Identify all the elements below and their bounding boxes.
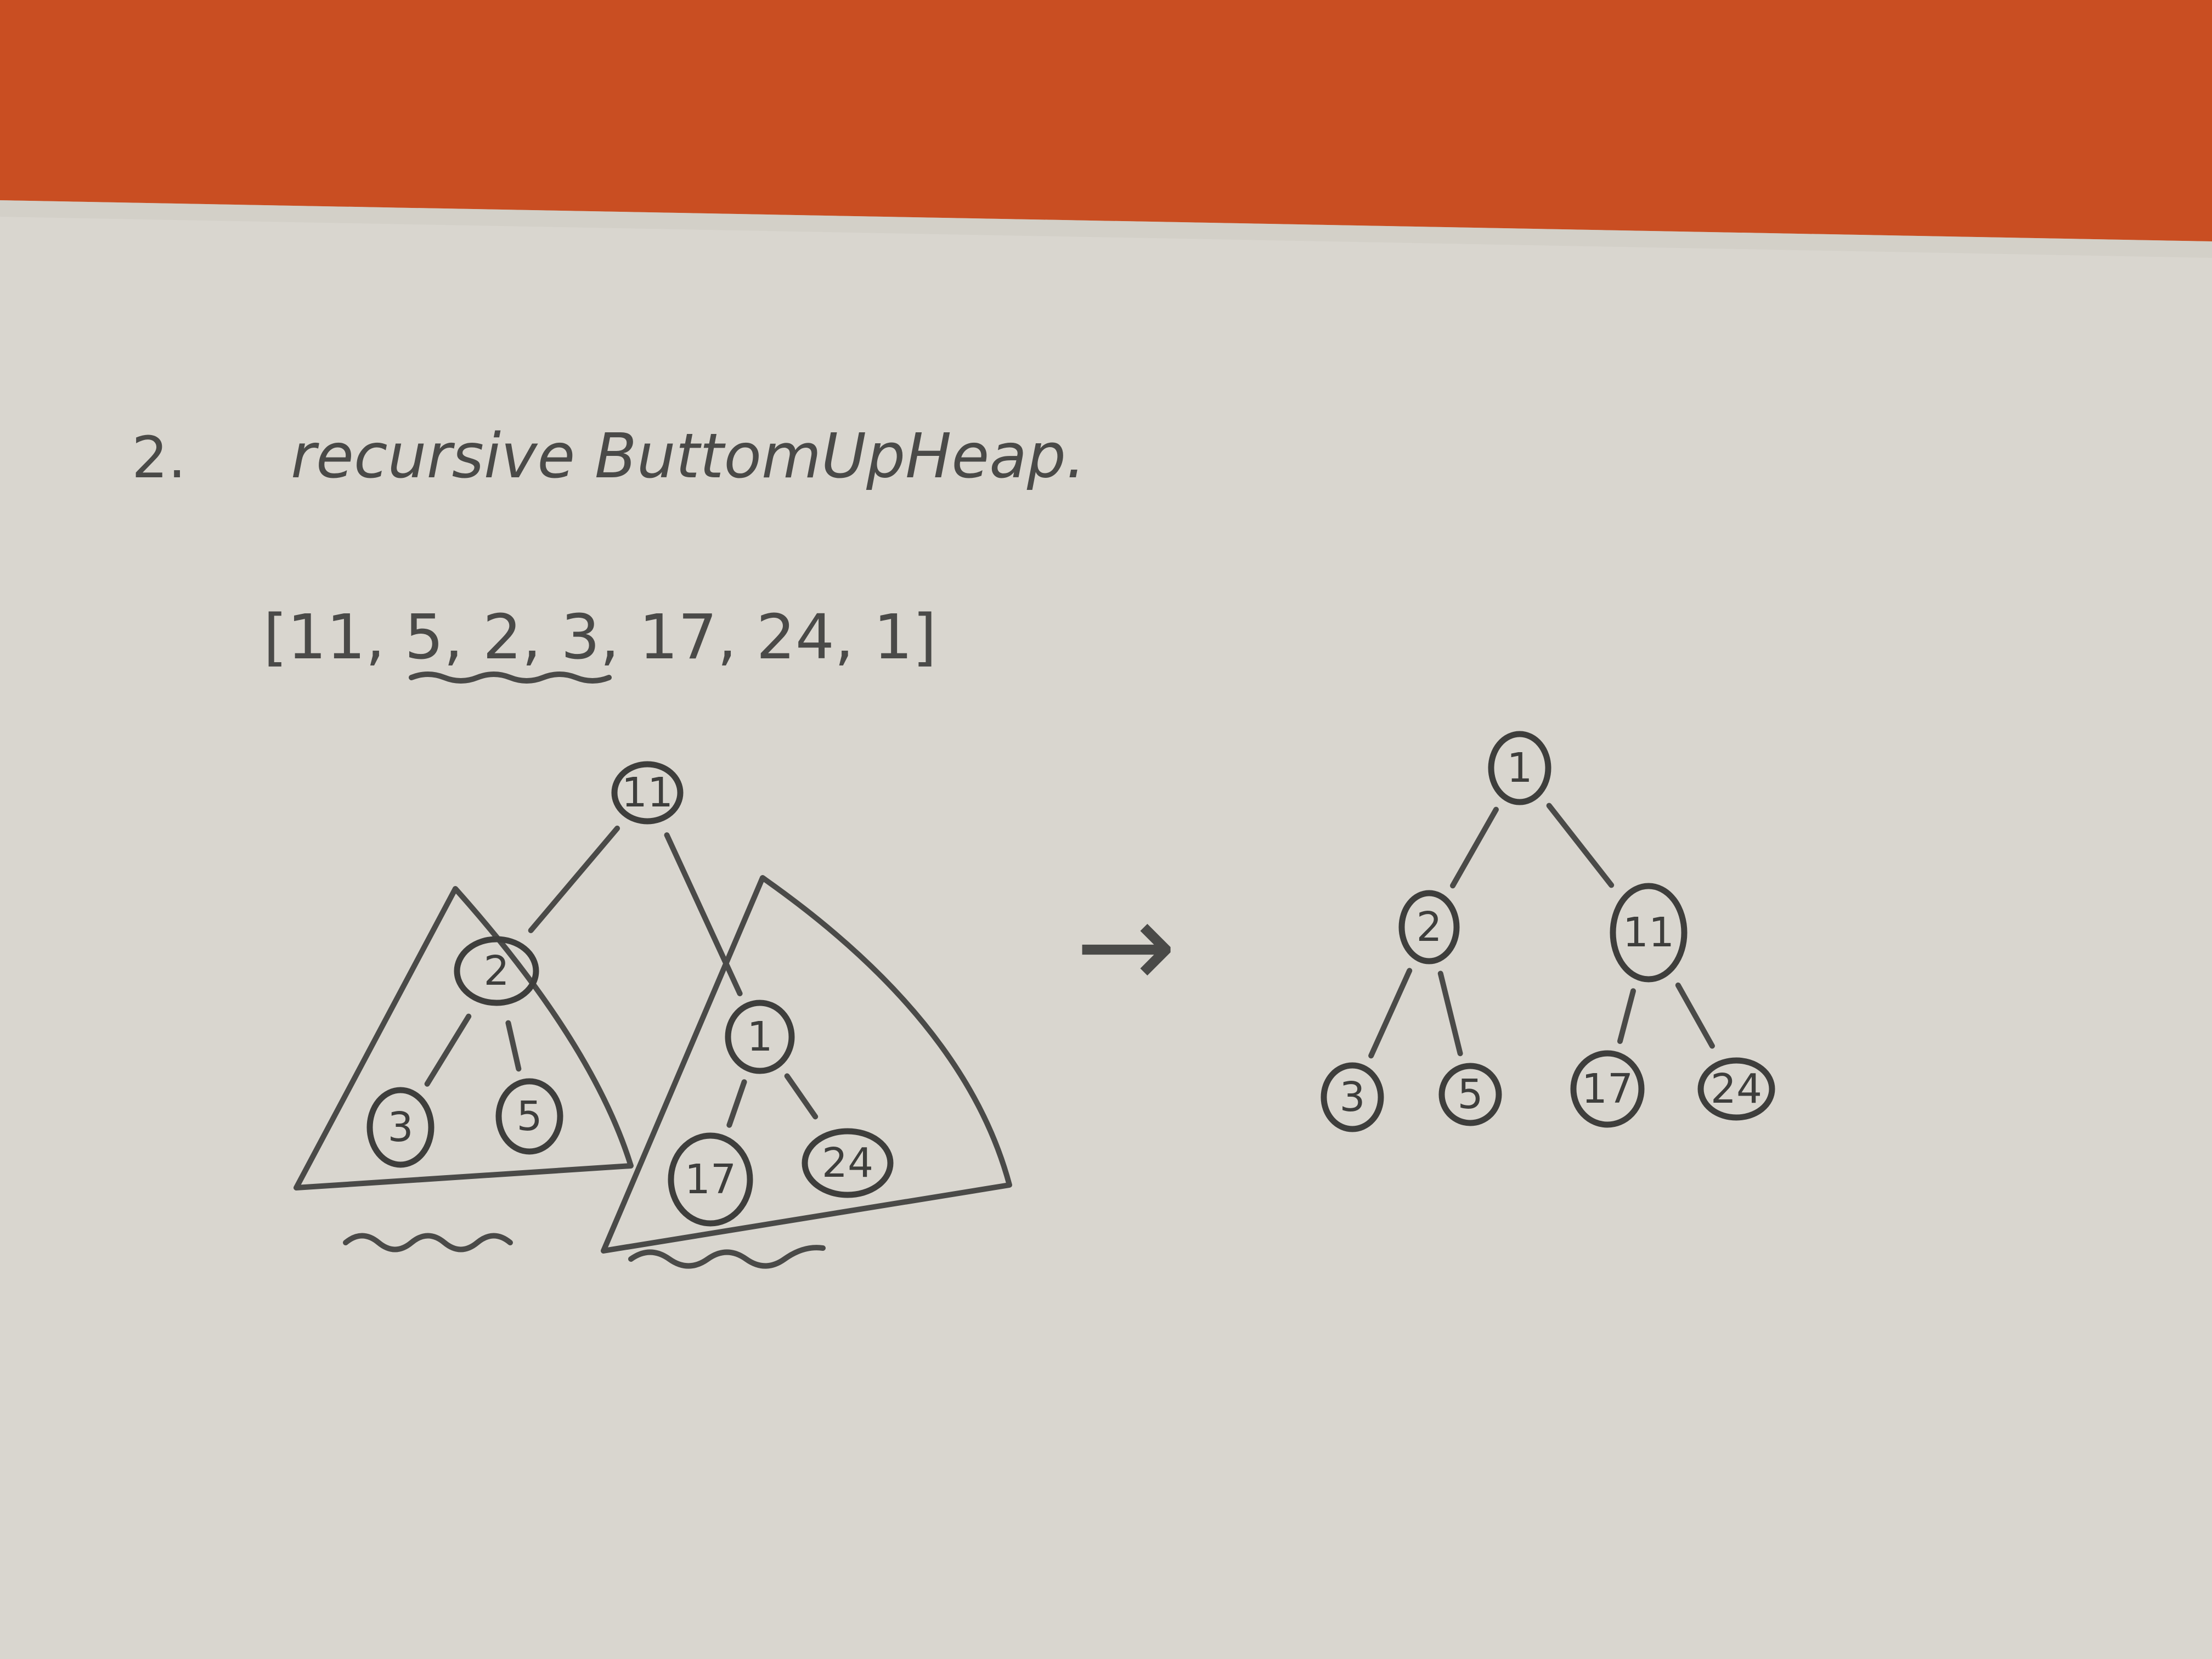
left-node-circle	[668, 1132, 753, 1227]
array-text: [11, 5, 2, 3, 17, 24, 1]	[263, 602, 936, 673]
right-node-r-leaf-4: 24	[1697, 1057, 1775, 1121]
left-node-label: 11	[622, 769, 673, 816]
right-node-label: 24	[1711, 1065, 1762, 1113]
left-node-circle	[725, 1000, 795, 1074]
right-tree-edges	[1368, 803, 1715, 1059]
right-node-label: 2	[1416, 904, 1442, 951]
transform-arrow: →	[1075, 876, 1176, 1016]
right-edge-r-mid-right-to-r-leaf-4	[1675, 982, 1715, 1049]
left-node-label: 5	[516, 1093, 542, 1140]
left-node-circle	[611, 761, 684, 825]
right-edge-r-mid-right-to-r-leaf-3	[1617, 988, 1637, 1044]
left-tree-edges	[424, 825, 819, 1128]
heading-number: 2.	[132, 424, 186, 491]
left-node-l-mid-right: 1	[725, 1000, 795, 1074]
paper-sheet	[0, 200, 2212, 1659]
right-node-r-mid-left: 2	[1398, 890, 1460, 964]
left-node-label: 2	[483, 947, 509, 995]
left-node-l-mid-left: 2	[454, 936, 539, 1006]
left-edge-l-mid-left-to-l-leaf-1	[424, 1013, 472, 1087]
right-edge-r-mid-left-to-r-leaf-2	[1437, 970, 1463, 1057]
left-node-l-leaf-3: 17	[668, 1132, 753, 1227]
right-node-r-leaf-3: 17	[1570, 1050, 1645, 1128]
left-edge-l-mid-right-to-l-leaf-3	[726, 1079, 747, 1128]
left-node-label: 24	[822, 1139, 873, 1187]
left-node-l-leaf-4: 24	[802, 1128, 894, 1198]
left-edge-l-mid-right-to-l-leaf-4	[784, 1073, 819, 1120]
right-edge-r-root-to-r-mid-right	[1546, 803, 1615, 888]
heading-title: recursive ButtomUpHeap.	[291, 421, 1086, 492]
left-node-label: 1	[747, 1013, 772, 1060]
right-subtree-triangle	[601, 875, 1012, 1254]
right-node-circle	[1697, 1057, 1775, 1121]
right-node-r-leaf-1: 3	[1321, 1062, 1384, 1132]
left-node-circle	[802, 1128, 894, 1198]
left-edge-l-root-to-l-mid-left	[528, 825, 620, 933]
left-node-label: 3	[387, 1104, 413, 1151]
right-node-circle	[1610, 883, 1688, 983]
right-node-r-mid-right: 11	[1610, 883, 1688, 983]
left-node-circle	[366, 1087, 435, 1168]
left-subtree-triangle	[294, 886, 634, 1190]
left-node-l-leaf-1: 3	[366, 1087, 435, 1168]
left-node-l-leaf-2: 5	[495, 1078, 563, 1155]
right-node-r-root: 1	[1488, 731, 1551, 805]
left-node-circle	[454, 936, 539, 1006]
right-node-label: 11	[1623, 909, 1674, 956]
left-node-l-root: 11	[611, 761, 684, 825]
right-node-r-leaf-2: 5	[1438, 1063, 1502, 1126]
left-node-label: 17	[685, 1156, 736, 1203]
array-underline	[409, 672, 612, 684]
left-tree-nodes: 11 2 1 3 5 17 24	[366, 761, 894, 1227]
right-node-label: 1	[1506, 744, 1532, 792]
paper-shadow	[0, 200, 2212, 258]
right-node-label: 5	[1457, 1071, 1483, 1118]
right-node-circle	[1438, 1063, 1502, 1126]
right-node-label: 17	[1582, 1065, 1633, 1113]
right-edge-r-root-to-r-mid-left	[1450, 806, 1499, 889]
right-node-circle	[1321, 1062, 1384, 1132]
left-node-circle	[495, 1078, 563, 1155]
right-subtree-squiggle	[628, 1245, 826, 1269]
right-node-circle	[1570, 1050, 1645, 1128]
right-tree-nodes: 1 2 11 3 5 17 24	[1321, 731, 1775, 1132]
right-node-circle	[1488, 731, 1551, 805]
left-edge-l-mid-left-to-l-leaf-2	[505, 1020, 522, 1072]
right-node-label: 3	[1339, 1074, 1365, 1121]
left-subtree-squiggle	[343, 1233, 513, 1252]
right-node-circle	[1398, 890, 1460, 964]
right-edge-r-mid-left-to-r-leaf-1	[1368, 968, 1413, 1059]
left-edge-l-root-to-l-mid-right	[664, 832, 743, 996]
